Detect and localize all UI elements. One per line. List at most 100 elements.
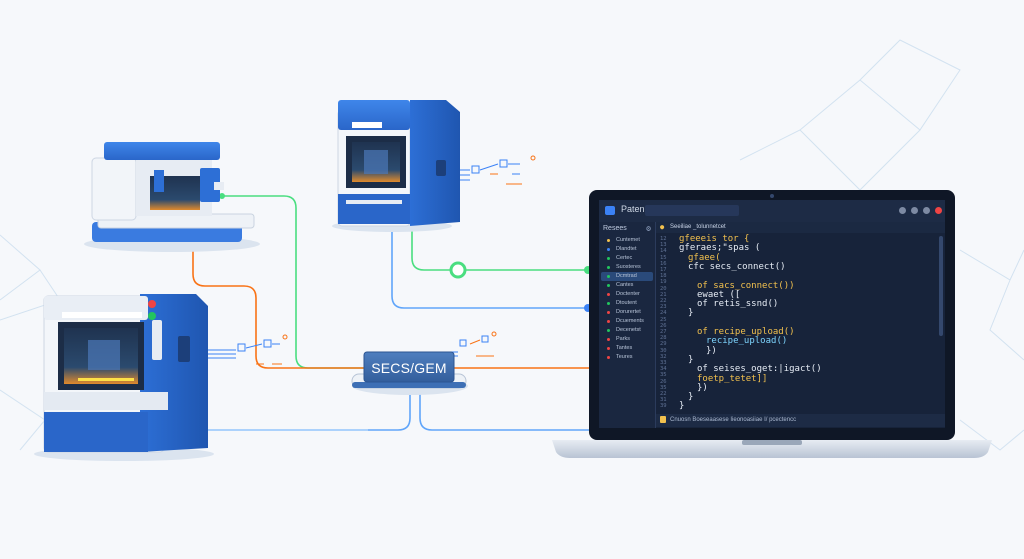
- line-number: 25: [660, 316, 667, 323]
- app-name: Paten: [621, 204, 645, 214]
- line-number: 18: [660, 273, 667, 280]
- sidebar-item[interactable]: Teures: [601, 353, 653, 362]
- status-text: Cnuosn Boeseaasese Iieonoasiiae I/ pcect…: [670, 417, 797, 423]
- code-line: gfeeeis tor {: [679, 234, 750, 244]
- line-number: 26: [660, 378, 667, 385]
- editor-scrollbar[interactable]: [939, 236, 943, 336]
- line-number: 19: [660, 279, 667, 286]
- ide-title-bar: Paten: [599, 200, 945, 222]
- sidebar-item-label: Decenetst: [616, 327, 641, 333]
- sidebar-item[interactable]: Dcuements: [601, 317, 653, 326]
- status-dot-icon: [607, 347, 610, 350]
- sidebar-item[interactable]: Decenetst: [601, 326, 653, 335]
- status-icon: [660, 416, 666, 423]
- sidebar-item[interactable]: Dorurertet: [601, 308, 653, 317]
- code-line: }: [688, 308, 694, 319]
- line-number: 28: [660, 335, 667, 342]
- line-number: 26: [660, 322, 667, 329]
- line-hub-down-blue-left: [368, 388, 411, 431]
- status-dot-icon: [607, 338, 610, 341]
- tab-label[interactable]: Seeiliae _tolunnetcet: [670, 224, 726, 230]
- sidebar-item[interactable]: Dcmtrad: [601, 272, 653, 281]
- sidebar-item-label: Cantes: [616, 282, 634, 288]
- sidebar-item[interactable]: Cantes: [601, 281, 653, 290]
- sidebar-item-label: Dcmtrad: [616, 273, 637, 279]
- status-dot-icon: [607, 275, 610, 278]
- machine-1-equipment[interactable]: [84, 142, 260, 252]
- ide-status-bar: Cnuosn Boeseaasese Iieonoasiiae I/ pcect…: [656, 414, 945, 427]
- sidebar-settings-icon[interactable]: ⚙: [646, 224, 651, 233]
- code-line: of retis_ssnd(): [697, 299, 779, 310]
- line-number: 22: [660, 391, 667, 397]
- line-machine2-to-laptop-blue: [391, 230, 588, 309]
- code-line: }: [688, 392, 694, 403]
- code-line: of seises_oget:|igact(): [697, 364, 822, 375]
- node-green-center: [449, 261, 467, 279]
- line-number: 35: [660, 372, 667, 379]
- code-line: ewaet ([: [697, 289, 741, 300]
- search-icon[interactable]: [899, 207, 906, 214]
- sidebar-item[interactable]: Parks: [601, 335, 653, 344]
- code-line: }): [697, 382, 708, 393]
- sidebar-item-label: Dorurertet: [616, 309, 641, 315]
- sidebar-item[interactable]: Dlandtet: [601, 245, 653, 254]
- app-logo-icon: [605, 206, 615, 215]
- line-number: 31: [660, 397, 667, 404]
- line-number: 17: [660, 267, 667, 273]
- sidebar-item-label: Cuntemet: [616, 237, 640, 243]
- line-number: 34: [660, 366, 667, 373]
- code-line: }): [706, 345, 717, 356]
- code-line: gferaes;"spas (: [679, 243, 761, 254]
- sidebar-item[interactable]: Tantes: [601, 344, 653, 353]
- line-number: 29: [660, 341, 667, 348]
- sidebar-item[interactable]: Certec: [601, 254, 653, 263]
- sidebar-item[interactable]: Suosteres: [601, 263, 653, 272]
- status-dot-icon: [607, 239, 610, 242]
- sidebar-item[interactable]: Dtoutent: [601, 299, 653, 308]
- line-number: 35: [660, 384, 667, 391]
- editor-tab-bar: ● Seeiliae _tolunnetcet: [656, 222, 945, 233]
- sidebar-item-label: Suosteres: [616, 264, 641, 270]
- sidebar-item-label: Dtoutent: [616, 300, 637, 306]
- status-dot-icon: [607, 248, 610, 251]
- status-dot-icon: [607, 293, 610, 296]
- machine-3-equipment[interactable]: [34, 294, 214, 461]
- line-number: 12: [660, 236, 667, 242]
- sidebar-item[interactable]: Doctenter: [601, 290, 653, 299]
- code-line: of sacs_connect()): [697, 280, 795, 291]
- secs-gem-hub[interactable]: [351, 351, 468, 395]
- line-number: 33: [660, 360, 667, 366]
- line-number: 13: [660, 242, 667, 249]
- code-line: recipe_upload(): [706, 336, 788, 347]
- close-icon[interactable]: [935, 207, 942, 214]
- top-search-input[interactable]: [645, 205, 739, 216]
- sidebar-item[interactable]: Cuntemet: [601, 236, 653, 245]
- sidebar-item-label: Teures: [616, 354, 633, 360]
- settings-icon[interactable]: [911, 207, 918, 214]
- line-number: 20: [660, 285, 667, 292]
- sidebar-header: Resees: [603, 225, 627, 232]
- line-number: 24: [660, 310, 667, 317]
- sidebar-item-label: Dcuements: [616, 318, 644, 324]
- node-green-machine1: [219, 193, 225, 199]
- info-icon[interactable]: [923, 207, 930, 214]
- status-dot-icon: [607, 311, 610, 314]
- code-line: of recipe_upload(): [697, 327, 795, 337]
- line-number: 30: [660, 347, 667, 354]
- sidebar-item-label: Doctenter: [616, 291, 640, 297]
- code-line: cfc secs_connect(): [688, 261, 786, 272]
- background-network: [0, 39, 1024, 451]
- line-number: 16: [660, 260, 667, 267]
- line-number: 22: [660, 298, 667, 304]
- status-dot-icon: [607, 284, 610, 287]
- machine-2-equipment[interactable]: [332, 100, 460, 232]
- status-dot-icon: [607, 356, 610, 359]
- line-machine1-to-hub-orange: [192, 246, 366, 369]
- status-dot-icon: [607, 302, 610, 305]
- sidebar-item-label: Certec: [616, 255, 633, 261]
- line-number: 21: [660, 291, 667, 298]
- status-dot-icon: [607, 266, 610, 269]
- sidebar-item-label: Tantes: [616, 345, 633, 351]
